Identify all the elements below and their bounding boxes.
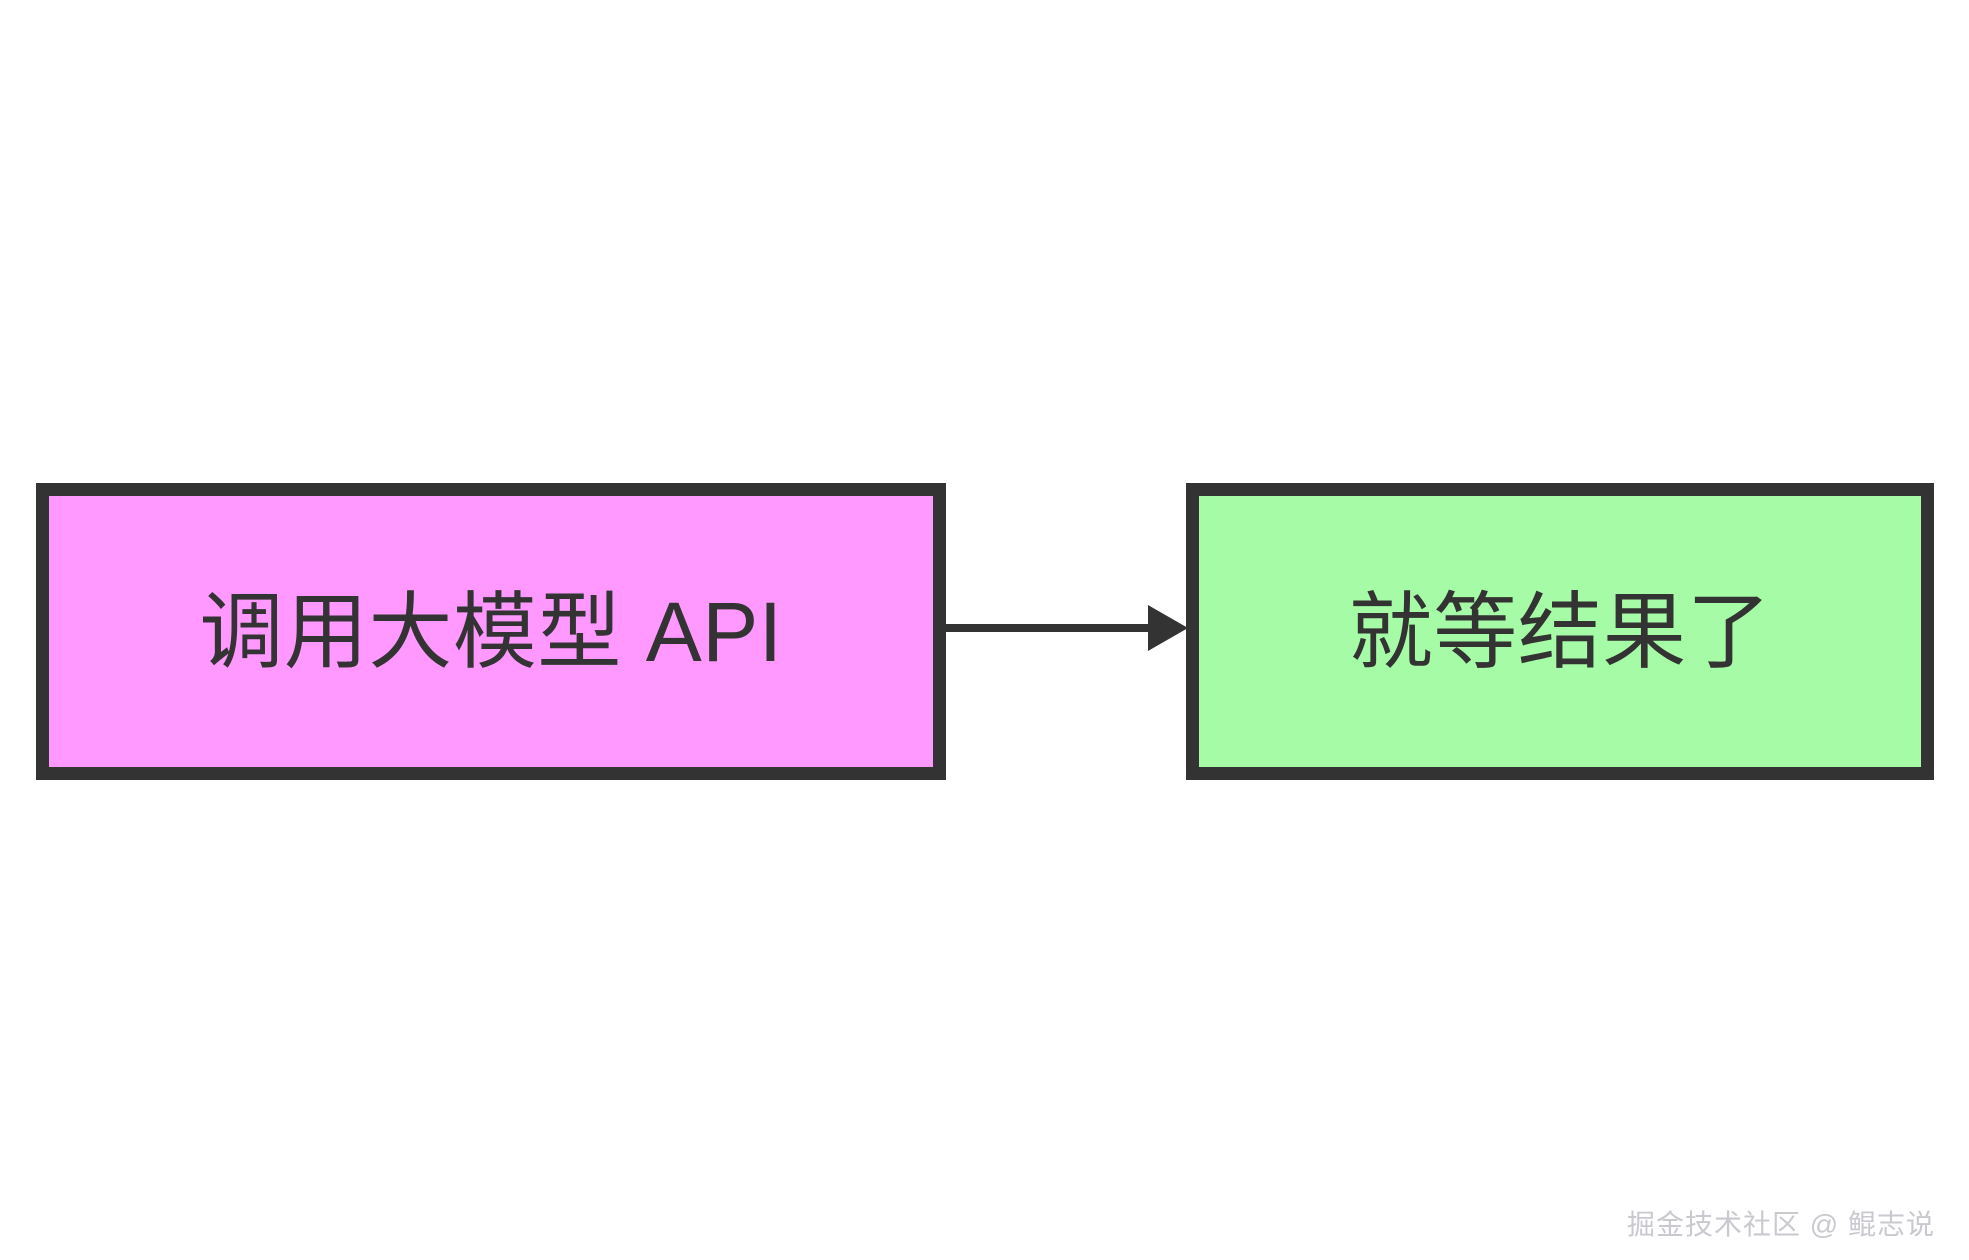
- flow-node-call-api[interactable]: 调用大模型 API: [36, 483, 946, 780]
- flow-node-call-api-label: 调用大模型 API: [199, 584, 783, 679]
- arrowhead-icon: [1148, 605, 1188, 651]
- flow-node-wait-result[interactable]: 就等结果了: [1186, 483, 1934, 780]
- flow-node-wait-result-label: 就等结果了: [1348, 584, 1772, 679]
- edge-call-api-to-wait-result: [946, 605, 1188, 651]
- watermark-text: 掘金技术社区 @ 鲲志说: [1627, 1209, 1935, 1241]
